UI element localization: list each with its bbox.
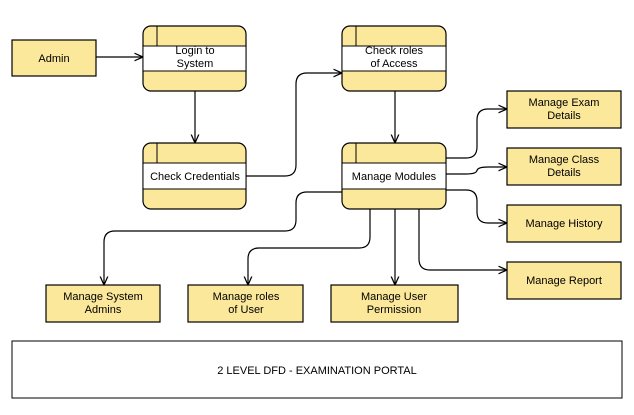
entity-exam: Manage Exam Details [506,90,622,129]
process-login: Login to System [142,25,247,92]
entity-class-label-1: Manage Class [529,154,600,166]
edge-modules-rolesuser [248,209,371,285]
entity-sys-admins: Manage System Admins [45,284,161,323]
process-modules-label: Manage Modules [352,171,437,183]
process-roles-access: Check roles of Access [341,25,447,92]
process-modules: Manage Modules [341,142,447,210]
entity-roles-user: Manage roles of User [187,284,304,323]
entity-admin: Admin [11,39,97,77]
entity-admin-label: Admin [38,53,69,65]
entity-roles-user-label-2: of User [228,304,264,316]
entity-user-perm-label-2: Permission [367,304,421,316]
entity-roles-user-label-1: Manage roles [213,291,280,303]
process-credentials-label: Check Credentials [150,171,240,183]
edge-modules-history [446,189,507,223]
edge-credentials-roles [246,73,342,177]
entity-class-label-2: Details [547,167,581,179]
entity-sys-admins-label-2: Admins [85,304,122,316]
edge-modules-class [446,167,507,175]
process-login-label-2: System [177,58,214,70]
entity-sys-admins-label-1: Manage System [63,291,142,303]
edge-modules-exam [446,109,507,159]
process-roles-access-label-1: Check roles [365,45,424,57]
entity-history-label: Manage History [525,218,603,230]
entity-exam-label-2: Details [547,110,581,122]
entity-report-label: Manage Report [526,275,602,287]
entity-report: Manage Report [506,261,622,300]
entity-user-perm: Manage User Permission [330,284,459,323]
caption-box: 2 LEVEL DFD - EXAMINATION PORTAL [11,340,623,399]
edges [96,57,507,285]
entity-user-perm-label-1: Manage User [361,291,427,303]
entity-history: Manage History [506,204,622,243]
entity-class: Manage Class Details [506,147,622,186]
edge-modules-sysadmins [104,191,342,285]
process-roles-access-label-2: of Access [370,58,418,70]
process-credentials: Check Credentials [142,142,247,210]
entity-exam-label-1: Manage Exam [529,97,600,109]
process-login-label-1: Login to [175,45,214,57]
edge-modules-report [418,209,507,270]
caption-text: 2 LEVEL DFD - EXAMINATION PORTAL [217,365,416,377]
